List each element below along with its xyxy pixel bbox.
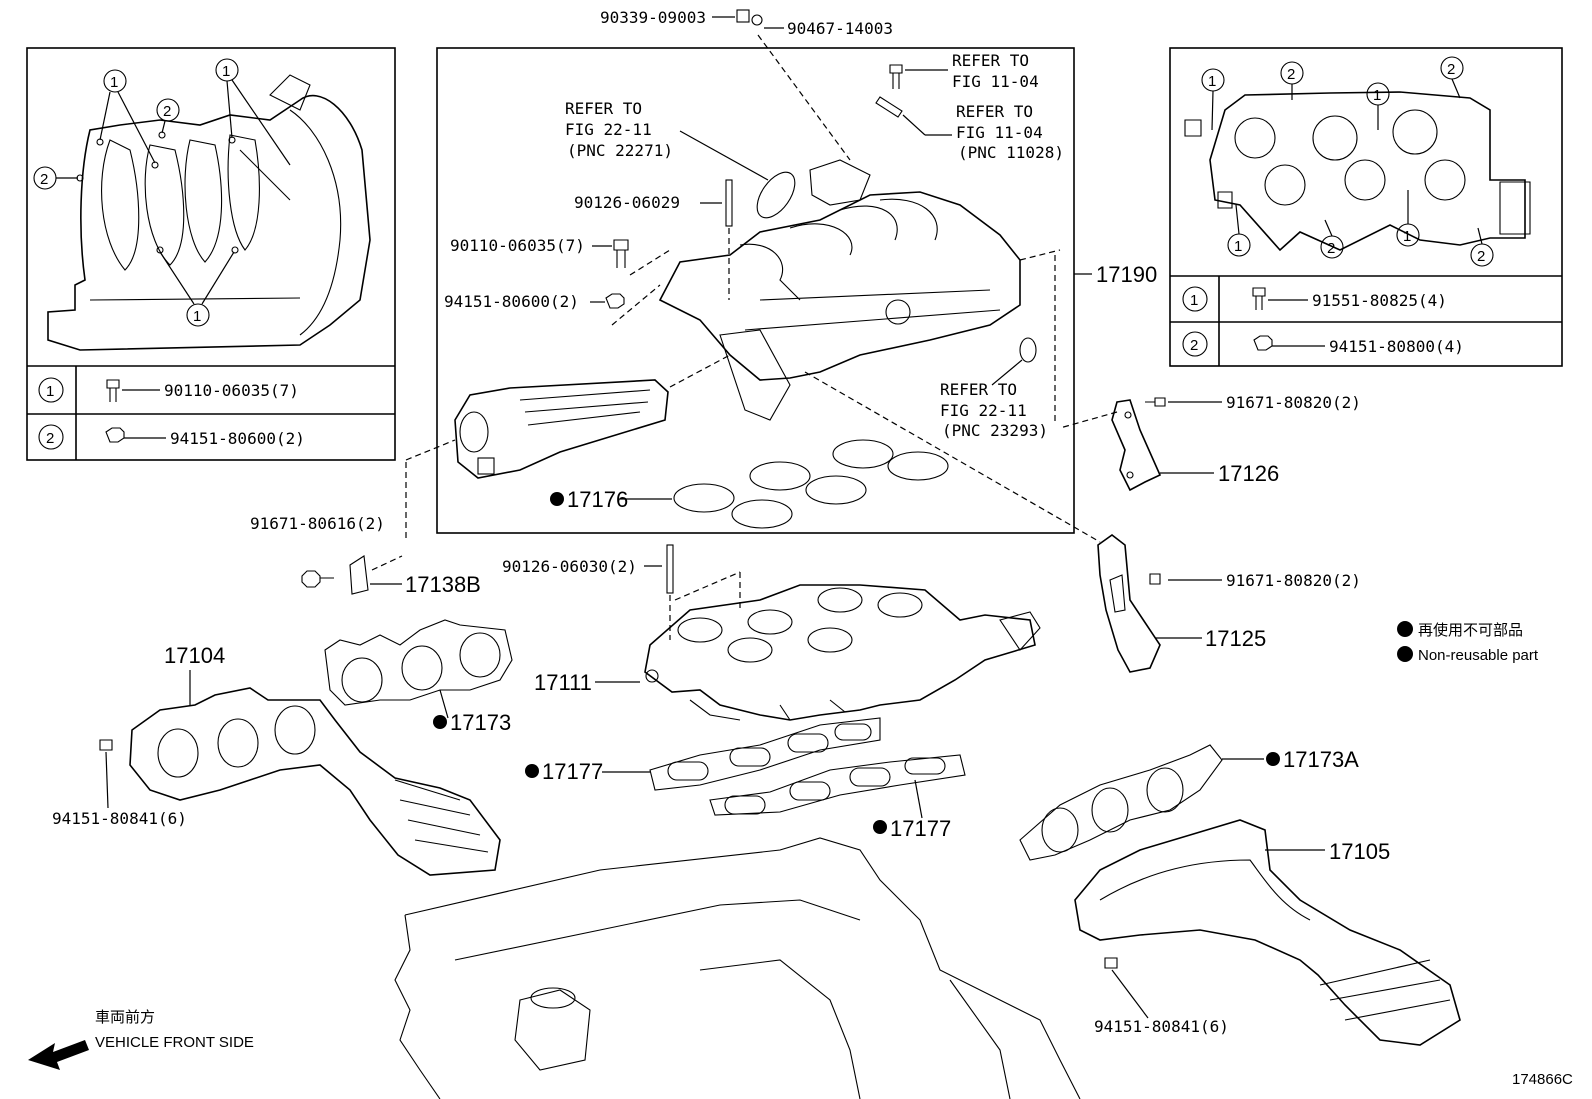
lower-manifold-sketch [1184,91,1531,252]
front-arrow-icon [28,1040,89,1070]
svg-text:94151-80600(2): 94151-80600(2) [444,292,579,311]
svg-text:FIG 22-11: FIG 22-11 [940,401,1027,420]
part-17173a: 17173A [1283,747,1359,772]
svg-text:91671-80616(2): 91671-80616(2) [250,514,385,533]
intake-plenum-17190 [658,159,1021,381]
svg-text:REFER TO: REFER TO [952,51,1029,70]
svg-text:2: 2 [1327,240,1335,257]
svg-text:91671-80820(2): 91671-80820(2) [1226,571,1361,590]
svg-text:FIG 11-04: FIG 11-04 [952,72,1039,91]
gasket-17173a: 17173A [1019,744,1359,861]
callout-2: 2 [163,103,171,120]
front-jp: 車両前方 [95,1009,155,1026]
svg-text:(PNC 11028): (PNC 11028) [958,143,1064,162]
nonreusable-legend: 再使用不可部品 Non-reusable part [1397,621,1539,664]
top-part-labels: 90339-09003 90467-14003 [600,8,893,161]
gasket-17176-sketch [673,439,949,529]
inset-left-callouts: 1 2 1 2 1 [33,58,291,327]
svg-text:1: 1 [1234,238,1242,255]
part-90339-09003: 90339-09003 [600,8,706,27]
lower-manifold-17111: 17111 [534,584,1041,721]
upper-manifold-sketch [47,74,371,351]
legend-left-part-1: 90110-06035(7) [164,381,299,400]
inset-right-legend: 1 91551-80825(4) 2 94151-80800(4) [1182,286,1464,357]
svg-text:FIG 11-04: FIG 11-04 [956,123,1043,142]
callout-1: 1 [110,74,118,91]
callout-1b: 1 [222,63,230,80]
part-17177-b: 17177 [890,816,951,841]
svg-text:2: 2 [1447,61,1455,78]
legend-right-part-2: 94151-80800(4) [1329,337,1464,356]
bracket-17138b: 91671-80616(2) 17138B [250,439,481,597]
exhaust-manifold-17104: 17104 94151-80841(6) [52,643,501,876]
gasket-17177-b: 17177 [709,754,966,841]
svg-text:2: 2 [1477,248,1485,265]
svg-text:90126-06030(2): 90126-06030(2) [502,557,637,576]
part-17105: 17105 [1329,839,1390,864]
bracket-17126: 91671-80820(2) 17126 [1059,393,1361,492]
inset-right: 1 2 1 2 1 2 1 2 1 91551-80825(4) 2 94151 [1169,47,1563,367]
front-en: VEHICLE FRONT SIDE [95,1034,254,1051]
svg-text:2: 2 [1190,337,1198,354]
part-17138b: 17138B [405,572,481,597]
center-box: REFER TO FIG 11-04 REFER TO FIG 11-04 (P… [436,47,1157,534]
part-17125: 17125 [1205,626,1266,651]
part-94151-80841-right: 94151-80841(6) [1094,1017,1229,1036]
callout-2b: 2 [40,171,48,188]
svg-text:1: 1 [1403,228,1411,245]
svg-text:(PNC 23293): (PNC 23293) [942,421,1048,440]
inset-left-legend: 1 90110-06035(7) 2 94151-80600(2) [38,377,305,450]
part-17176: 17176 [567,487,628,512]
svg-text:1: 1 [1190,292,1198,309]
vehicle-front-indicator: 車両前方 VEHICLE FRONT SIDE [28,1009,254,1070]
legend-jp: 再使用不可部品 [1418,622,1523,639]
part-17126: 17126 [1218,461,1279,486]
exhaust-manifold-17105: 17105 94151-80841(6) [1074,819,1461,1046]
callout-1c: 1 [193,308,201,325]
part-94151-80841-left: 94151-80841(6) [52,809,187,828]
bracket-17125: 91671-80820(2) 17125 [804,371,1361,673]
part-17111: 17111 [534,670,592,695]
svg-text:1: 1 [46,383,54,400]
part-17177-a: 17177 [542,759,603,784]
part-90467-14003: 90467-14003 [787,19,893,38]
svg-text:90110-06035(7): 90110-06035(7) [450,236,585,255]
svg-text:91671-80820(2): 91671-80820(2) [1226,393,1361,412]
legend-en: Non-reusable part [1418,647,1539,664]
part-17104: 17104 [164,643,225,668]
stud-90126-06030: 90126-06030(2) [502,544,741,640]
legend-right-part-1: 91551-80825(4) [1312,291,1447,310]
svg-text:1: 1 [1208,73,1216,90]
svg-text:2: 2 [46,430,54,447]
svg-text:REFER TO: REFER TO [940,380,1017,399]
gasket-17177-a: 17177 [525,717,881,791]
svg-text:REFER TO: REFER TO [565,99,642,118]
part-17190: 17190 [1096,262,1157,287]
gasket-17173: 17173 [324,619,513,735]
engine-block-sketch [394,837,1081,1099]
svg-text:FIG 22-11: FIG 22-11 [565,120,652,139]
legend-left-part-2: 94151-80600(2) [170,429,305,448]
svg-text:90126-06029: 90126-06029 [574,193,680,212]
inset-right-callouts: 1 2 1 2 1 2 1 2 [1201,56,1494,267]
figure-id: 174866C [1512,1071,1573,1088]
svg-text:(PNC 22271): (PNC 22271) [567,141,673,160]
inlet-tube [454,379,669,479]
svg-text:2: 2 [1287,66,1295,83]
part-17173: 17173 [450,710,511,735]
svg-text:REFER TO: REFER TO [956,102,1033,121]
svg-text:1: 1 [1373,87,1381,104]
inset-left: 1 2 1 2 1 1 90110-06035(7) 2 94151-80600… [26,47,396,461]
